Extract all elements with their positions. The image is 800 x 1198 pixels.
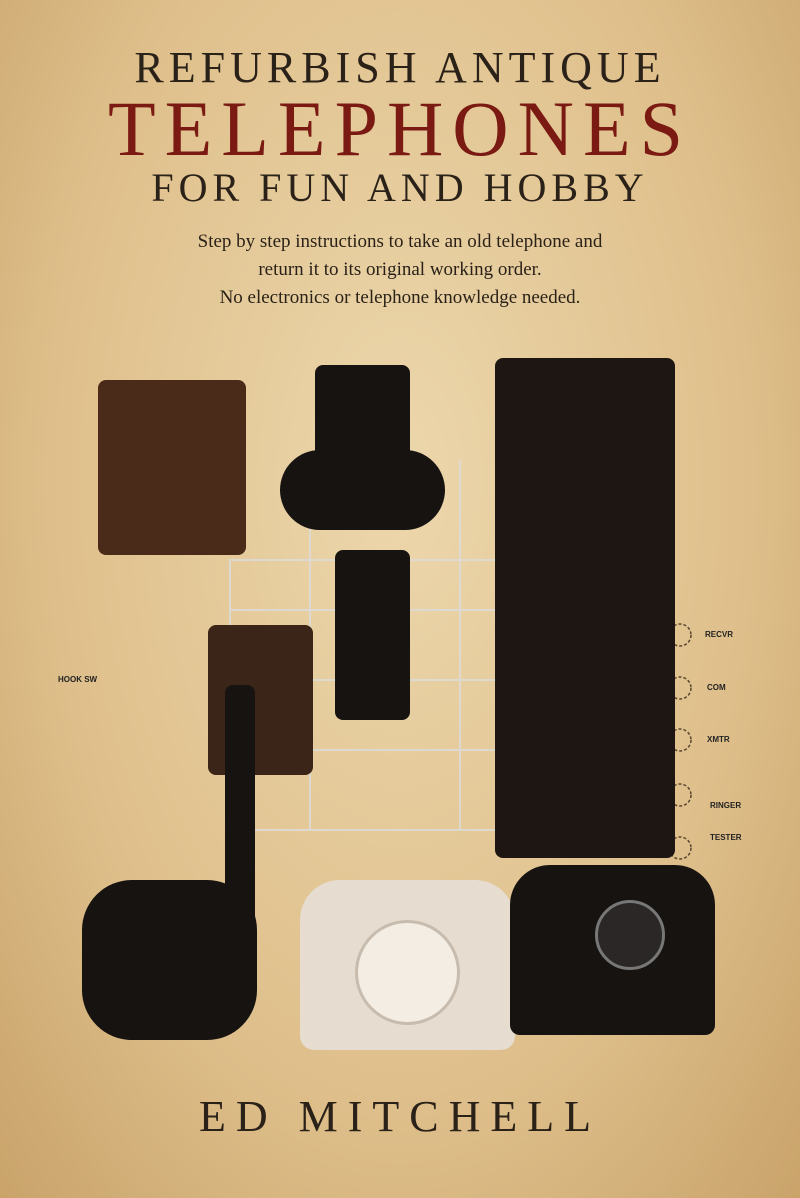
- title-line-3: FOR FUN AND HOBBY: [151, 165, 649, 210]
- black-desk-phone-left: [82, 880, 257, 1040]
- tall-wall-phone: [495, 358, 675, 858]
- subtitle-line: return it to its original working order.: [258, 259, 542, 280]
- center-wall-phone: [335, 550, 410, 720]
- rotary-dial: [355, 920, 460, 1025]
- wall-box-phone: [208, 625, 313, 775]
- label-xmtr: XMTR: [707, 735, 730, 744]
- telephones-illustration: RECVR COM XMTR RINGER TESTER HOOK SW: [0, 350, 800, 1060]
- title-line-1: REFURBISH ANTIQUE: [134, 43, 666, 92]
- subtitle: Step by step instructions to take an old…: [0, 228, 800, 312]
- title-main: TELEPHONES: [108, 85, 692, 172]
- subtitle-line: No electronics or telephone knowledge ne…: [219, 287, 581, 308]
- label-com: COM: [707, 683, 726, 692]
- cradle-phone-top: [280, 450, 445, 530]
- label-ringer: RINGER: [710, 801, 742, 810]
- wooden-wall-phone: [98, 380, 246, 555]
- label-tester: TESTER: [710, 833, 742, 842]
- author-name: ED MITCHELL: [198, 1092, 602, 1141]
- rotary-dial: [595, 900, 665, 970]
- candlestick-top-phone: [315, 365, 410, 460]
- label-hook-sw: HOOK SW: [58, 675, 98, 684]
- label-recvr: RECVR: [705, 630, 734, 639]
- subtitle-line: Step by step instructions to take an old…: [197, 231, 603, 252]
